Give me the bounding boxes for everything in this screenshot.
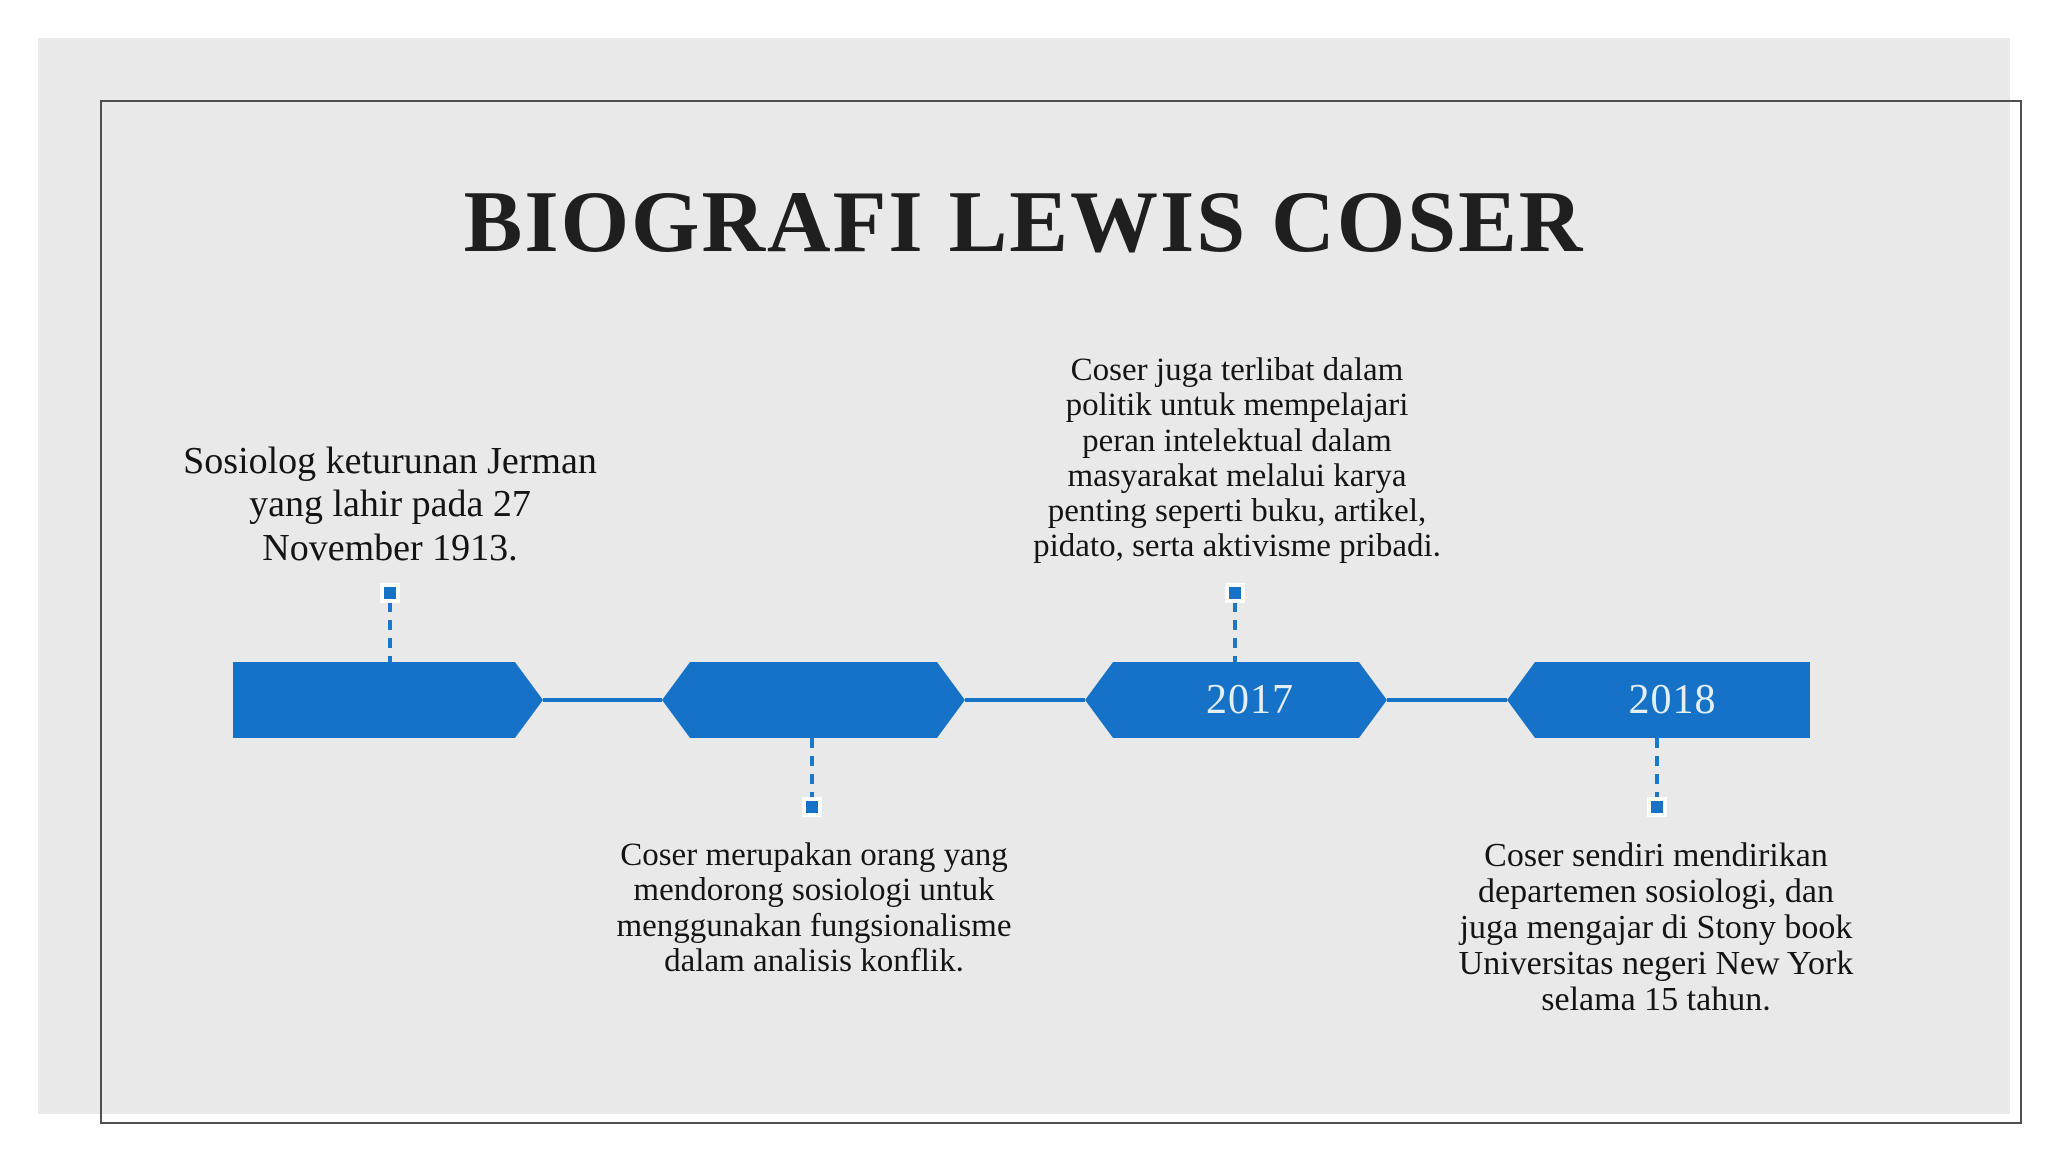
- timeline-connector-3: [1387, 698, 1507, 702]
- slide-background: [38, 38, 2022, 1124]
- note-functionalism: Coser merupakan orang yang mendorong sos…: [616, 837, 1012, 979]
- note-birth: Sosiolog keturunan Jerman yang lahir pad…: [183, 440, 597, 569]
- timeline-hexagon-2017: 2017: [1085, 662, 1387, 738]
- callout-square-marker-4: [1647, 797, 1667, 817]
- slide-title: BIOGRAFI LEWIS COSER: [463, 174, 1585, 271]
- timeline-year-label-2017: 2017: [1206, 677, 1294, 723]
- note-politics: Coser juga terlibat dalam politik untuk …: [1033, 352, 1441, 565]
- timeline-connector-1: [543, 698, 662, 702]
- callout-dashed-line-3: [1233, 602, 1237, 662]
- callout-square-marker-3: [1225, 583, 1245, 603]
- timeline-arrow-end-2018: 2018: [1507, 662, 1810, 738]
- note-stony-brook: Coser sendiri mendirikan departemen sosi…: [1458, 837, 1854, 1019]
- timeline-hexagon-2: [662, 662, 965, 738]
- callout-dashed-line-2: [810, 738, 814, 800]
- callout-square-marker-1: [380, 583, 400, 603]
- timeline-connector-2: [965, 698, 1085, 702]
- callout-dashed-line-1: [388, 602, 392, 662]
- timeline-year-label-2018: 2018: [1628, 677, 1717, 723]
- timeline-arrow-start: [233, 662, 543, 738]
- callout-square-marker-2: [802, 797, 822, 817]
- slide-border-frame: [100, 100, 2022, 1124]
- callout-dashed-line-4: [1655, 738, 1659, 800]
